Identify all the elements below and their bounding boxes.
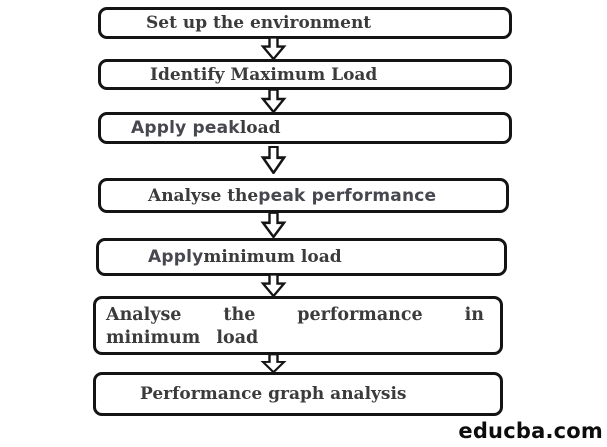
step-text-segment: peak performance (258, 185, 437, 206)
step-performance-graph-analysis: Performance graph analysis (93, 372, 503, 416)
down-arrow-icon (260, 212, 287, 238)
step-text-segment: Set up the environment (146, 13, 372, 33)
step-text-segment: Apply peak (131, 118, 240, 138)
down-arrow-icon (260, 354, 287, 373)
step-apply-peak-load: Apply peak load (98, 112, 512, 144)
step-apply-minimum-load: Apply minimum load (96, 238, 507, 276)
step-text-segment: Analyse the performance in minimum load (106, 305, 484, 348)
step-text-segment: load (239, 118, 281, 138)
step-identify-maximum-load: Identify Maximum Load (98, 59, 512, 90)
step-text-segment: minimum load (203, 247, 342, 267)
step-set-up-environment: Set up the environment (98, 7, 512, 39)
step-text-segment: Apply (148, 247, 204, 267)
step-analyse-peak-performance: Analyse the peak performance (98, 178, 509, 213)
step-text-segment: Identify Maximum Load (150, 64, 378, 85)
step-text-segment: Analyse the (148, 185, 259, 206)
down-arrow-icon (260, 146, 287, 174)
down-arrow-icon (260, 274, 287, 297)
step-text-segment: Performance graph analysis (140, 384, 407, 404)
down-arrow-icon (260, 89, 287, 113)
step-analyse-performance-minimum-load: Analyse the performance in minimum load (93, 296, 503, 355)
educba-watermark: educba.com (458, 419, 603, 443)
down-arrow-icon (260, 37, 287, 60)
